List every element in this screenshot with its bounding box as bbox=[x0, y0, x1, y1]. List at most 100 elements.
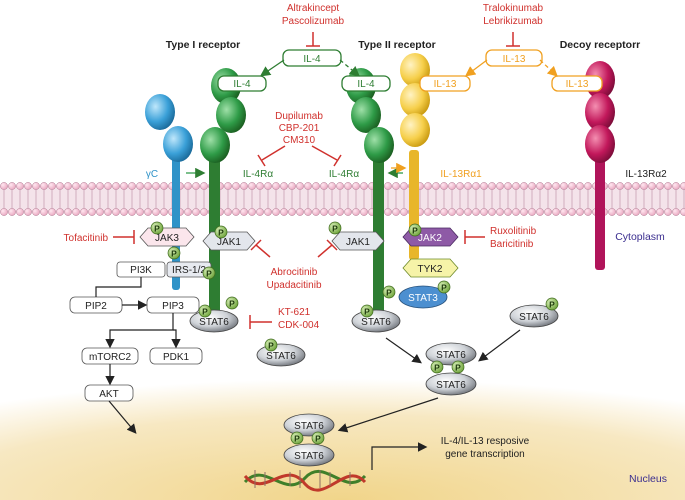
il13-drug-label: Tralokinumab Lebrikizumab bbox=[483, 3, 544, 27]
lipid-head bbox=[8, 208, 16, 216]
pip2-protein: PIP2 bbox=[69, 296, 123, 314]
lipid-head bbox=[0, 208, 8, 216]
lipid-head bbox=[8, 182, 16, 190]
svg-text:TYK2: TYK2 bbox=[417, 264, 442, 275]
phosphate-label: P bbox=[294, 434, 300, 444]
lipid-head bbox=[120, 182, 128, 190]
il4ra-label-type2: IL-4Rα bbox=[329, 169, 359, 180]
svg-text:STAT6: STAT6 bbox=[361, 317, 391, 328]
lipid-head bbox=[616, 182, 624, 190]
lipid-head bbox=[648, 208, 656, 216]
phosphate-marker: P bbox=[311, 431, 325, 445]
phosphate-label: P bbox=[441, 283, 447, 293]
lipid-head bbox=[312, 208, 320, 216]
phosphate-label: P bbox=[332, 224, 338, 234]
svg-text:IRS-1/2: IRS-1/2 bbox=[172, 265, 206, 276]
svg-text:IL-13: IL-13 bbox=[566, 79, 589, 90]
phosphate-circle bbox=[451, 360, 465, 374]
lipid-head bbox=[680, 208, 685, 216]
lipid-head bbox=[192, 182, 200, 190]
lipid-head bbox=[472, 208, 480, 216]
lipid-head bbox=[448, 182, 456, 190]
lipid-head bbox=[72, 208, 80, 216]
lipid-head bbox=[88, 182, 96, 190]
il13ra1-label: IL-13Rα1 bbox=[440, 169, 482, 180]
type2-receptor-header: Type II receptor bbox=[358, 39, 435, 51]
lipid-head bbox=[584, 182, 592, 190]
phosphate-marker: P bbox=[214, 225, 228, 239]
svg-text:JAK1: JAK1 bbox=[217, 237, 241, 248]
lipid-head bbox=[88, 208, 96, 216]
svg-text:JAK3: JAK3 bbox=[155, 233, 179, 244]
lipid-head bbox=[344, 208, 352, 216]
phosphate-marker: P bbox=[360, 304, 374, 318]
svg-text:STAT6: STAT6 bbox=[294, 451, 324, 462]
svg-text:CM310: CM310 bbox=[283, 135, 316, 146]
stat6-type1: STAT6 bbox=[189, 309, 239, 333]
phosphate-label: P bbox=[171, 249, 177, 259]
lipid-head bbox=[96, 182, 104, 190]
mtorc2-protein: mTORC2 bbox=[81, 347, 139, 365]
cytoplasm-label: Cytoplasm bbox=[615, 231, 665, 243]
il4ra-label-type1: IL-4Rα bbox=[243, 169, 273, 180]
lipid-head bbox=[336, 182, 344, 190]
svg-text:IL-4/IL-13 resposive: IL-4/IL-13 resposive bbox=[441, 436, 530, 447]
phosphate-label: P bbox=[386, 288, 392, 298]
lipid-head bbox=[128, 208, 136, 216]
svg-text:Tralokinumab: Tralokinumab bbox=[483, 3, 544, 14]
lipid-head bbox=[480, 208, 488, 216]
lipid-head bbox=[496, 208, 504, 216]
lipid-head bbox=[200, 182, 208, 190]
lipid-head bbox=[184, 182, 192, 190]
il4-cytokine-top: IL-4 bbox=[282, 49, 342, 67]
lipid-head bbox=[328, 182, 336, 190]
lipid-head bbox=[464, 182, 472, 190]
svg-text:PIP2: PIP2 bbox=[85, 301, 107, 312]
lipid-head bbox=[64, 182, 72, 190]
lipid-head bbox=[80, 182, 88, 190]
stat6-drug-label: KT-621 CDK-004 bbox=[278, 307, 320, 331]
lipid-head bbox=[304, 208, 312, 216]
svg-text:Lebrikizumab: Lebrikizumab bbox=[483, 16, 543, 27]
lipid-head bbox=[280, 182, 288, 190]
jak2-drug-label: Ruxolitinib Baricitinib bbox=[490, 226, 537, 250]
phosphate-circle bbox=[430, 360, 444, 374]
svg-text:STAT6: STAT6 bbox=[519, 312, 549, 323]
lipid-head bbox=[40, 208, 48, 216]
svg-text:CBP-201: CBP-201 bbox=[279, 123, 320, 134]
il13-inhibitor-bar bbox=[506, 32, 520, 47]
lipid-head bbox=[320, 208, 328, 216]
lipid-head bbox=[0, 182, 8, 190]
lipid-head bbox=[112, 208, 120, 216]
lipid-head bbox=[304, 182, 312, 190]
lipid-head bbox=[520, 208, 528, 216]
lipid-head bbox=[656, 208, 664, 216]
lipid-head bbox=[528, 182, 536, 190]
lipid-head bbox=[648, 182, 656, 190]
lipid-head bbox=[24, 182, 32, 190]
phosphate-circle bbox=[382, 285, 396, 299]
lipid-head bbox=[576, 182, 584, 190]
phosphate-circle bbox=[150, 221, 164, 235]
phosphate-label: P bbox=[229, 299, 235, 309]
lipid-head bbox=[496, 182, 504, 190]
il13-to-type2-arrow bbox=[464, 59, 488, 77]
phosphate-marker: P bbox=[451, 360, 465, 374]
svg-text:IL-13: IL-13 bbox=[434, 79, 457, 90]
phosphate-label: P bbox=[434, 363, 440, 373]
lipid-head bbox=[536, 208, 544, 216]
phosphate-circle bbox=[311, 431, 325, 445]
lipid-head bbox=[152, 208, 160, 216]
svg-text:Altrakincept: Altrakincept bbox=[287, 3, 339, 14]
lipid-head bbox=[448, 208, 456, 216]
phosphate-label: P bbox=[268, 341, 274, 351]
transcription-arrow bbox=[371, 442, 428, 470]
lipid-head bbox=[456, 182, 464, 190]
phosphate-label: P bbox=[455, 363, 461, 373]
lipid-head bbox=[504, 208, 512, 216]
lipid-head bbox=[56, 208, 64, 216]
lipid-head bbox=[136, 208, 144, 216]
